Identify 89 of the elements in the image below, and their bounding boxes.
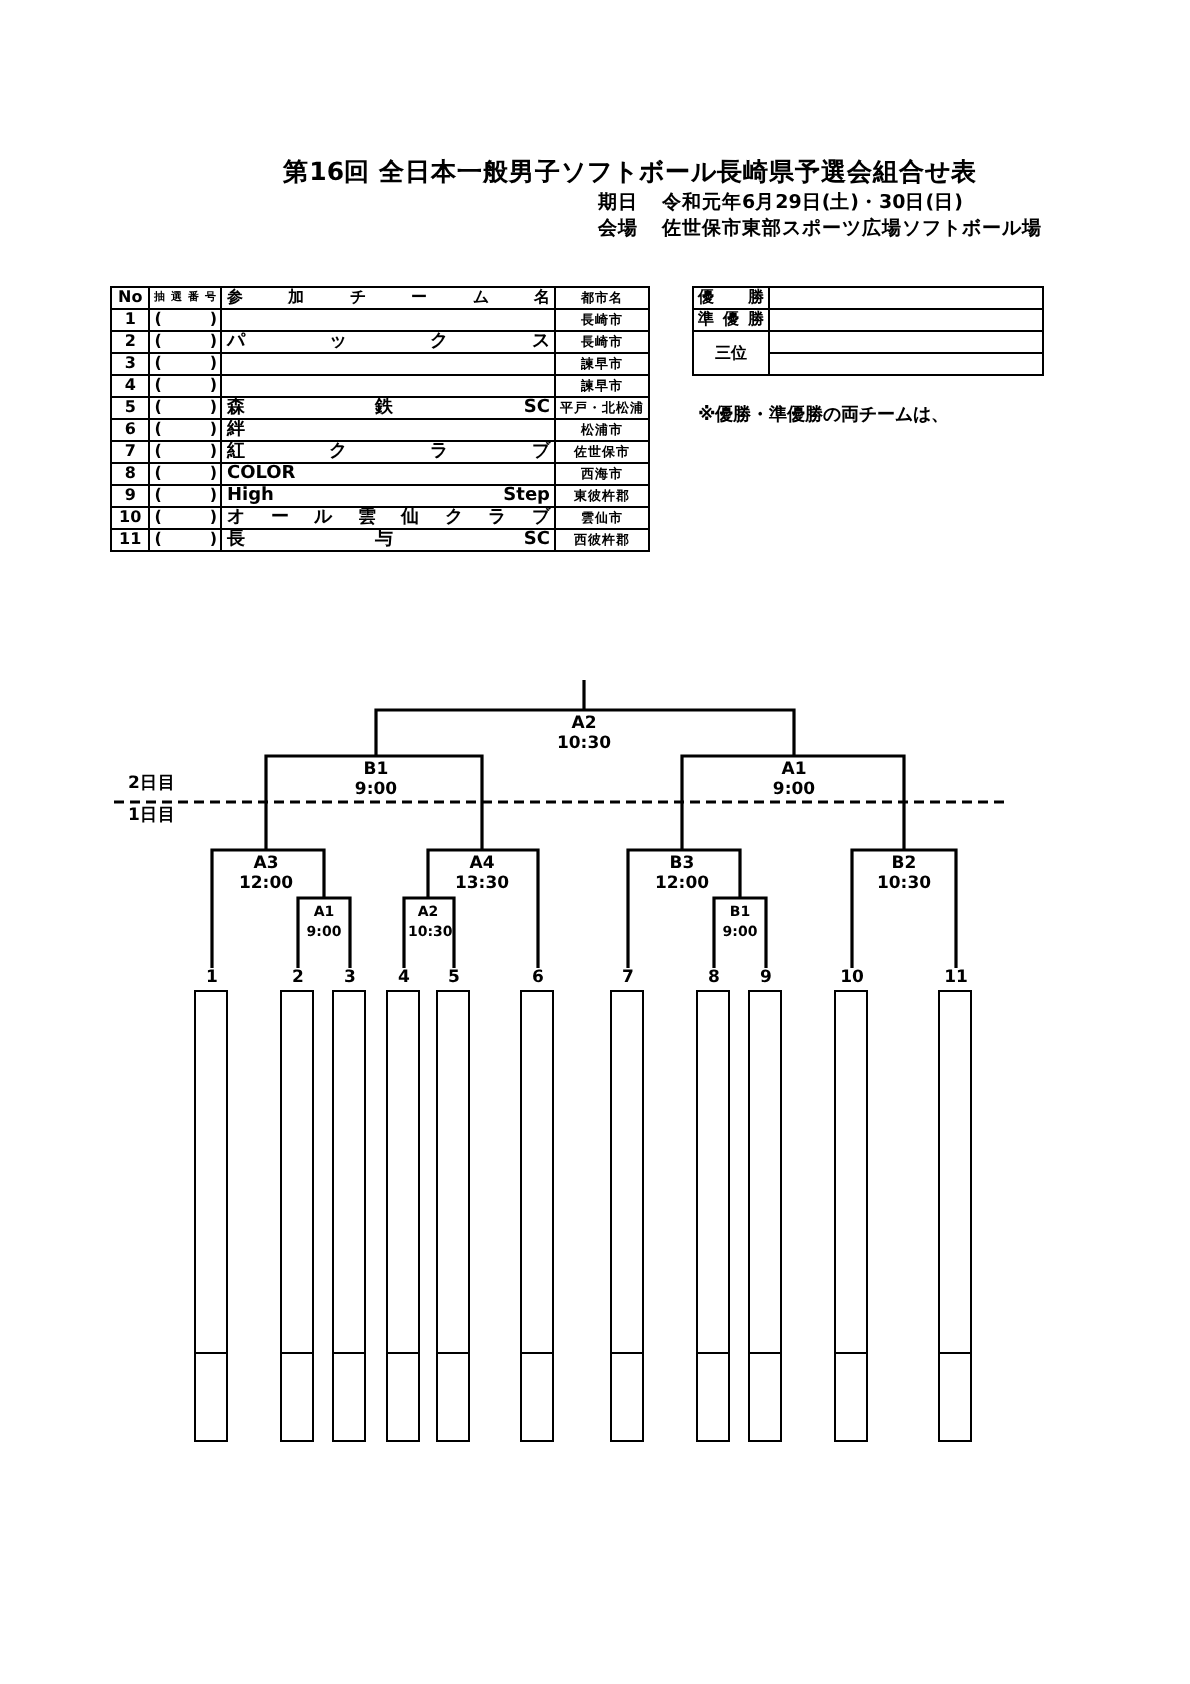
number-cell: 9 bbox=[111, 485, 150, 507]
team-name-cell: 紅クラブ bbox=[221, 441, 555, 463]
lottery-cell: ( ) bbox=[149, 463, 222, 485]
number-cell: 11 bbox=[111, 529, 150, 551]
bracket-line bbox=[740, 896, 768, 968]
bracket-line bbox=[296, 896, 324, 968]
match-code: A4 bbox=[467, 854, 497, 874]
header-cell: 準優勝 bbox=[693, 309, 769, 331]
info-text: 佐世保市東部スポーツ広場ソフトボール場 bbox=[662, 216, 1042, 242]
team-name-cell: 長与SC bbox=[221, 529, 555, 551]
bracket-line bbox=[712, 896, 740, 968]
match-code: A1 bbox=[779, 760, 809, 780]
team-name-cell: パックス bbox=[221, 331, 555, 353]
lottery-cell: ( ) bbox=[149, 419, 222, 441]
team-number: 9 bbox=[758, 968, 774, 990]
lottery-cell: ( ) bbox=[149, 353, 222, 375]
header-cell: No bbox=[111, 287, 150, 309]
lottery-cell: ( ) bbox=[149, 375, 222, 397]
bracket-line bbox=[426, 848, 482, 898]
number-cell: 5 bbox=[111, 397, 150, 419]
match-time: 9:00 bbox=[352, 780, 400, 800]
bracket-line bbox=[482, 848, 540, 968]
team-number: 10 bbox=[838, 968, 866, 990]
number-cell: 7 bbox=[111, 441, 150, 463]
number-cell: 6 bbox=[111, 419, 150, 441]
match-code: B2 bbox=[889, 854, 919, 874]
info-heading: 会場 bbox=[598, 216, 638, 242]
match-code: B3 bbox=[667, 854, 697, 874]
note: ※優勝・準優勝の両チームは、 bbox=[698, 403, 950, 428]
lottery-cell: ( ) bbox=[149, 485, 222, 507]
lottery-cell: ( ) bbox=[149, 331, 222, 353]
match-time: 12:00 bbox=[652, 874, 712, 894]
match-code: A2 bbox=[569, 714, 599, 734]
bracket-line bbox=[682, 848, 742, 898]
number-cell: 3 bbox=[111, 353, 150, 375]
bracket-line bbox=[680, 754, 794, 850]
match-time: 10:30 bbox=[554, 734, 614, 754]
bracket-line bbox=[324, 896, 352, 968]
team-number: 1 bbox=[204, 968, 220, 990]
number-cell: 2 bbox=[111, 331, 150, 353]
number-cell: 4 bbox=[111, 375, 150, 397]
team-name-cell: 森鉄SC bbox=[221, 397, 555, 419]
bracket-line bbox=[266, 848, 326, 898]
lottery-cell: ( ) bbox=[149, 397, 222, 419]
header-cell: 三位 bbox=[693, 331, 769, 375]
bracket-line bbox=[794, 754, 906, 850]
header-cell: 優勝 bbox=[693, 287, 769, 309]
team-number: 6 bbox=[530, 968, 546, 990]
match-code: B1 bbox=[361, 760, 391, 780]
team-number: 3 bbox=[342, 968, 358, 990]
info-text: 令和元年6月29日(土)・30日(日) bbox=[662, 190, 963, 216]
team-number: 7 bbox=[620, 968, 636, 990]
bracket-line bbox=[428, 896, 456, 968]
team-name-cell: COLOR bbox=[221, 463, 555, 485]
match-code: A3 bbox=[251, 854, 281, 874]
match-time: 10:30 bbox=[874, 874, 934, 894]
team-number: 11 bbox=[942, 968, 970, 990]
day-label: 2日目 bbox=[128, 774, 176, 794]
match-time: 13:30 bbox=[452, 874, 512, 894]
header-cell: 参加チーム名 bbox=[221, 287, 555, 309]
team-name-cell: 絆 bbox=[221, 419, 555, 441]
bracket-line bbox=[904, 848, 958, 968]
lottery-cell: ( ) bbox=[149, 441, 222, 463]
bracket-line bbox=[850, 848, 904, 968]
number-cell: 8 bbox=[111, 463, 150, 485]
info-heading: 期日 bbox=[598, 190, 638, 216]
team-number: 4 bbox=[396, 968, 412, 990]
lottery-cell: ( ) bbox=[149, 529, 222, 551]
bracket-line bbox=[584, 708, 796, 756]
bracket-line bbox=[374, 708, 584, 756]
bracket-line bbox=[376, 754, 484, 850]
match-time: 9:00 bbox=[770, 780, 818, 800]
bracket-line bbox=[402, 896, 428, 968]
bracket-line bbox=[264, 754, 376, 850]
team-name-cell: オール雲仙クラブ bbox=[221, 507, 555, 529]
team-number: 8 bbox=[706, 968, 722, 990]
number-cell: 1 bbox=[111, 309, 150, 331]
bracket-line bbox=[210, 848, 266, 968]
title: 第16回 全日本一般男子ソフトボール長崎県予選会組合せ表 bbox=[281, 156, 979, 190]
bracket-line bbox=[626, 848, 682, 968]
team-number: 5 bbox=[446, 968, 462, 990]
match-time: 12:00 bbox=[236, 874, 296, 894]
bracket-line bbox=[582, 680, 586, 710]
day-label: 1日目 bbox=[128, 806, 176, 826]
team-name-cell: High Step bbox=[221, 485, 555, 507]
lottery-cell: ( ) bbox=[149, 309, 222, 331]
team-number: 2 bbox=[290, 968, 306, 990]
lottery-cell: ( ) bbox=[149, 507, 222, 529]
number-cell: 10 bbox=[111, 507, 150, 529]
